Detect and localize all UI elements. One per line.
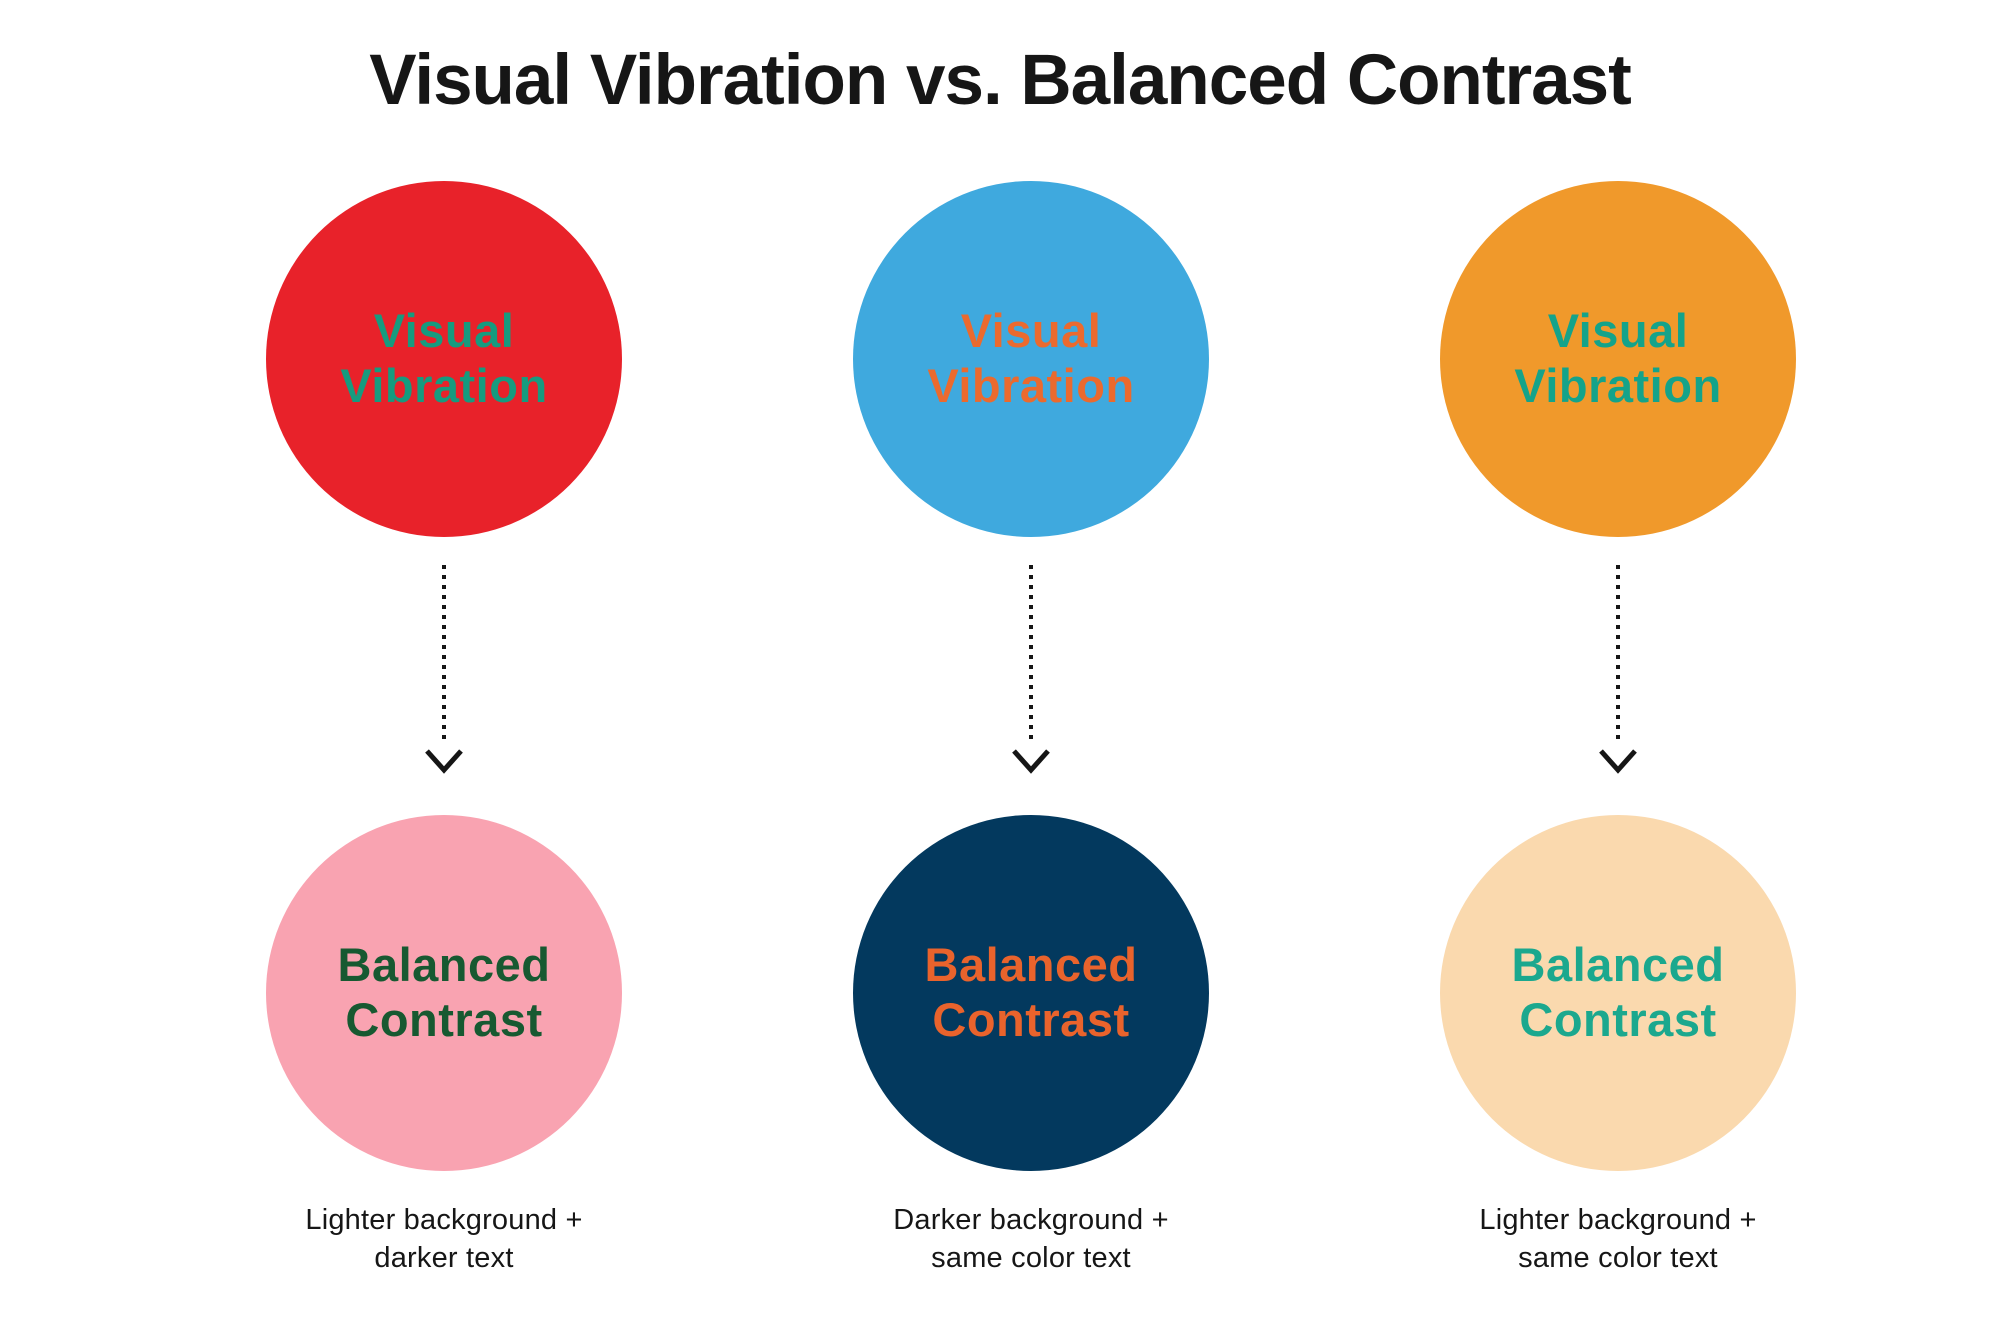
circle-label-line2: Contrast — [1519, 992, 1717, 1046]
circle-label: Balanced Contrast — [1512, 938, 1725, 1047]
comparison-grid: Visual Vibration Balanced Contrast Light… — [0, 180, 2000, 1278]
circle-label: Balanced Contrast — [925, 938, 1138, 1047]
visual-vibration-circle-orange: Visual Vibration — [1440, 180, 1796, 537]
circle-label-line1: Visual — [373, 304, 515, 358]
circle-label-line2: Contrast — [932, 992, 1130, 1046]
caption-line1: Lighter background + — [1479, 1203, 1757, 1236]
column-lighter-bg-same-color-text: Visual Vibration Balanced Contrast Light… — [1440, 180, 1796, 1278]
circle-label-line2: Vibration — [340, 358, 548, 412]
caption: Lighter background + same color text — [1479, 1201, 1756, 1278]
circle-label: Visual Vibration — [340, 304, 547, 413]
column-lighter-bg-darker-text: Visual Vibration Balanced Contrast Light… — [266, 180, 622, 1278]
balanced-contrast-circle-peach: Balanced Contrast — [1440, 814, 1796, 1171]
caption-line2: darker text — [374, 1241, 514, 1274]
circle-label-line1: Visual — [1547, 304, 1689, 358]
caption-line1: Darker background + — [893, 1203, 1169, 1236]
circle-label-line1: Balanced — [337, 938, 551, 992]
down-arrow — [422, 537, 466, 815]
caption-line2: same color text — [1518, 1241, 1718, 1274]
page-title: Visual Vibration vs. Balanced Contrast — [369, 41, 1631, 120]
circle-label-line2: Vibration — [927, 358, 1135, 412]
circle-label-line1: Balanced — [924, 938, 1138, 992]
circle-label: Visual Vibration — [927, 304, 1134, 413]
balanced-contrast-circle-pink: Balanced Contrast — [266, 814, 622, 1171]
down-arrow — [1009, 537, 1053, 815]
circle-label: Visual Vibration — [1514, 304, 1721, 413]
down-arrow-icon — [1012, 564, 1050, 774]
caption-line2: same color text — [931, 1241, 1131, 1274]
circle-label-line1: Balanced — [1511, 938, 1725, 992]
down-arrow — [1596, 537, 1640, 815]
circle-label-line1: Visual — [960, 304, 1102, 358]
visual-vibration-circle-blue: Visual Vibration — [853, 180, 1209, 537]
circle-label-line2: Contrast — [345, 992, 543, 1046]
column-darker-bg-same-color-text: Visual Vibration Balanced Contrast Darke… — [853, 180, 1209, 1278]
circle-label: Balanced Contrast — [338, 938, 551, 1047]
circle-label-line2: Vibration — [1514, 358, 1722, 412]
balanced-contrast-circle-navy: Balanced Contrast — [853, 814, 1209, 1171]
caption: Darker background + same color text — [893, 1201, 1168, 1278]
down-arrow-icon — [1599, 564, 1637, 774]
caption-line1: Lighter background + — [305, 1203, 583, 1236]
down-arrow-icon — [425, 564, 463, 774]
visual-vibration-circle-red: Visual Vibration — [266, 180, 622, 537]
caption: Lighter background + darker text — [305, 1201, 582, 1278]
